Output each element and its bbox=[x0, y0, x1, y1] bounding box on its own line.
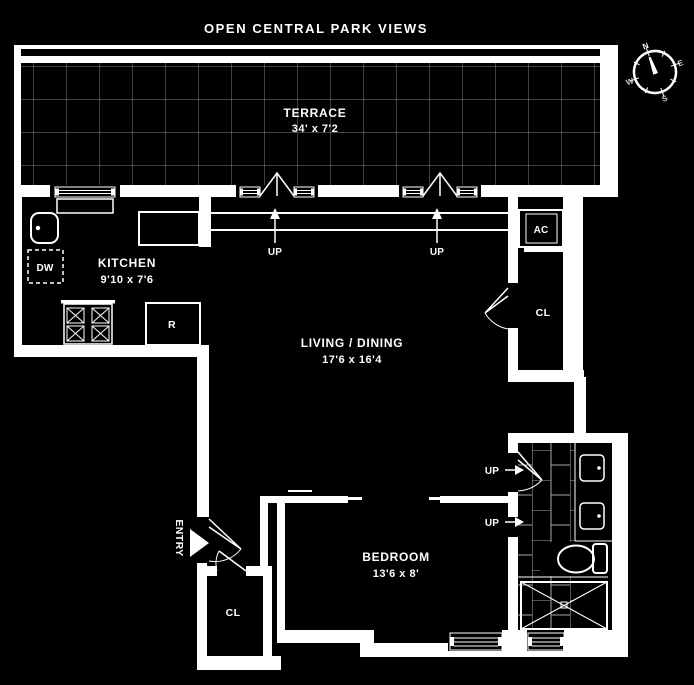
radiator-icon bbox=[449, 632, 503, 651]
entry-label: ENTRY bbox=[173, 519, 185, 556]
door-swing-icon bbox=[215, 550, 247, 572]
compass-north: N bbox=[641, 41, 650, 52]
dishwasher: DW bbox=[27, 249, 64, 284]
stairs-arrow-icon bbox=[270, 208, 280, 219]
door-swing-icon bbox=[259, 171, 295, 197]
stairs-up-terrace-left: UP bbox=[268, 208, 282, 258]
stairs-arrow-icon bbox=[432, 208, 442, 219]
door-swing-icon bbox=[484, 287, 509, 330]
living-label: LIVING / DINING bbox=[301, 336, 404, 350]
up-label: UP bbox=[485, 466, 499, 477]
bathroom-tile-floor bbox=[518, 443, 575, 630]
stove-icon bbox=[61, 300, 115, 345]
compass-west: W bbox=[625, 76, 636, 87]
window-hatch-icon bbox=[402, 186, 424, 198]
closet-label: CL bbox=[226, 607, 241, 619]
sink-icon bbox=[30, 212, 59, 244]
bedroom-label: BEDROOM bbox=[362, 550, 430, 564]
refrigerator-label: R bbox=[168, 319, 176, 331]
kitchen-counter bbox=[138, 211, 200, 246]
bathroom: UP UP bbox=[485, 443, 612, 630]
right-column: AC CL bbox=[484, 209, 564, 330]
stairs-up-bath-top: UP bbox=[485, 465, 524, 477]
terrace-door-1 bbox=[239, 171, 315, 198]
refrigerator: R bbox=[145, 302, 201, 346]
door-swing-icon bbox=[208, 518, 242, 563]
up-label: UP bbox=[268, 247, 282, 258]
kitchen-label: KITCHEN bbox=[98, 256, 156, 270]
terrace-dims: 34' x 7'2 bbox=[292, 123, 338, 135]
stairs-up-terrace-right: UP bbox=[430, 208, 444, 258]
terrace-tile-grid bbox=[21, 63, 600, 185]
window-hatch-icon bbox=[239, 186, 261, 198]
vanity-sink-icon bbox=[579, 502, 605, 530]
vanity-counter bbox=[574, 443, 612, 542]
up-label: UP bbox=[430, 247, 444, 258]
stairs-arrow-icon bbox=[515, 465, 524, 475]
compass-east: E bbox=[676, 58, 685, 69]
entry: ENTRY CL bbox=[173, 518, 247, 619]
terrace-label: TERRACE bbox=[284, 106, 347, 120]
bedroom: BEDROOM 13'6 x 8' bbox=[362, 550, 565, 651]
door-swing-icon bbox=[517, 451, 543, 492]
closet-label: CL bbox=[536, 307, 551, 319]
up-label: UP bbox=[485, 518, 499, 529]
compass-needle bbox=[648, 56, 659, 75]
ac-unit: AC bbox=[518, 209, 564, 248]
kitchen-cabinet bbox=[56, 198, 114, 214]
dishwasher-label: DW bbox=[36, 263, 53, 274]
radiator-icon bbox=[527, 632, 565, 651]
living-dining: LIVING / DINING 17'6 x 16'4 UP UP bbox=[268, 208, 444, 366]
shower-icon bbox=[518, 576, 608, 630]
stairs-up-bath-bottom: UP bbox=[485, 517, 524, 529]
window-hatch-icon bbox=[54, 186, 116, 198]
page-title: OPEN CENTRAL PARK VIEWS bbox=[204, 21, 428, 36]
entry-arrow-icon bbox=[190, 529, 209, 557]
living-dims: 17'6 x 16'4 bbox=[322, 354, 382, 366]
ac-label: AC bbox=[534, 225, 549, 236]
window-hatch-icon bbox=[456, 186, 478, 198]
vanity-sink-icon bbox=[579, 454, 605, 482]
compass-icon: N E S W bbox=[625, 41, 686, 104]
compass-south: S bbox=[661, 93, 670, 104]
window-hatch-icon bbox=[293, 186, 315, 198]
closet-living: CL bbox=[484, 287, 551, 330]
kitchen-dims: 9'10 x 7'6 bbox=[100, 274, 153, 286]
kitchen: DW R KITCHEN 9'10 x 7'6 bbox=[27, 198, 201, 346]
toilet-icon bbox=[540, 542, 610, 576]
closet-entry: CL bbox=[215, 550, 247, 619]
terrace: TERRACE 34' x 7'2 bbox=[54, 106, 478, 198]
door-swing-icon bbox=[422, 171, 458, 197]
terrace-door-2 bbox=[402, 171, 478, 198]
bedroom-dims: 13'6 x 8' bbox=[373, 568, 419, 580]
stairs-arrow-icon bbox=[515, 517, 524, 527]
